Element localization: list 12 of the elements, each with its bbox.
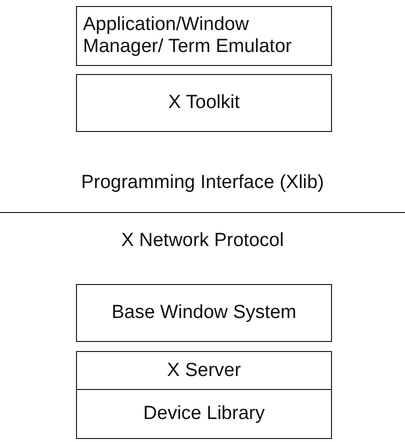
- layer-box: [76, 6, 332, 66]
- layer-label: Device Library: [143, 403, 265, 425]
- layer-box: [76, 389, 332, 439]
- layer-box: [76, 284, 332, 342]
- interface-label: Programming Interface (Xlib): [80, 172, 325, 194]
- layer-label: Base Window System: [112, 302, 296, 324]
- layer-box: [76, 351, 332, 391]
- layer-label: X Server: [167, 360, 241, 382]
- layer-box: [76, 74, 332, 132]
- interface-label: X Network Protocol: [120, 230, 285, 252]
- layer-label: X Toolkit: [168, 92, 240, 114]
- layer-label: Application/Window Manager/ Term Emulator: [83, 14, 293, 58]
